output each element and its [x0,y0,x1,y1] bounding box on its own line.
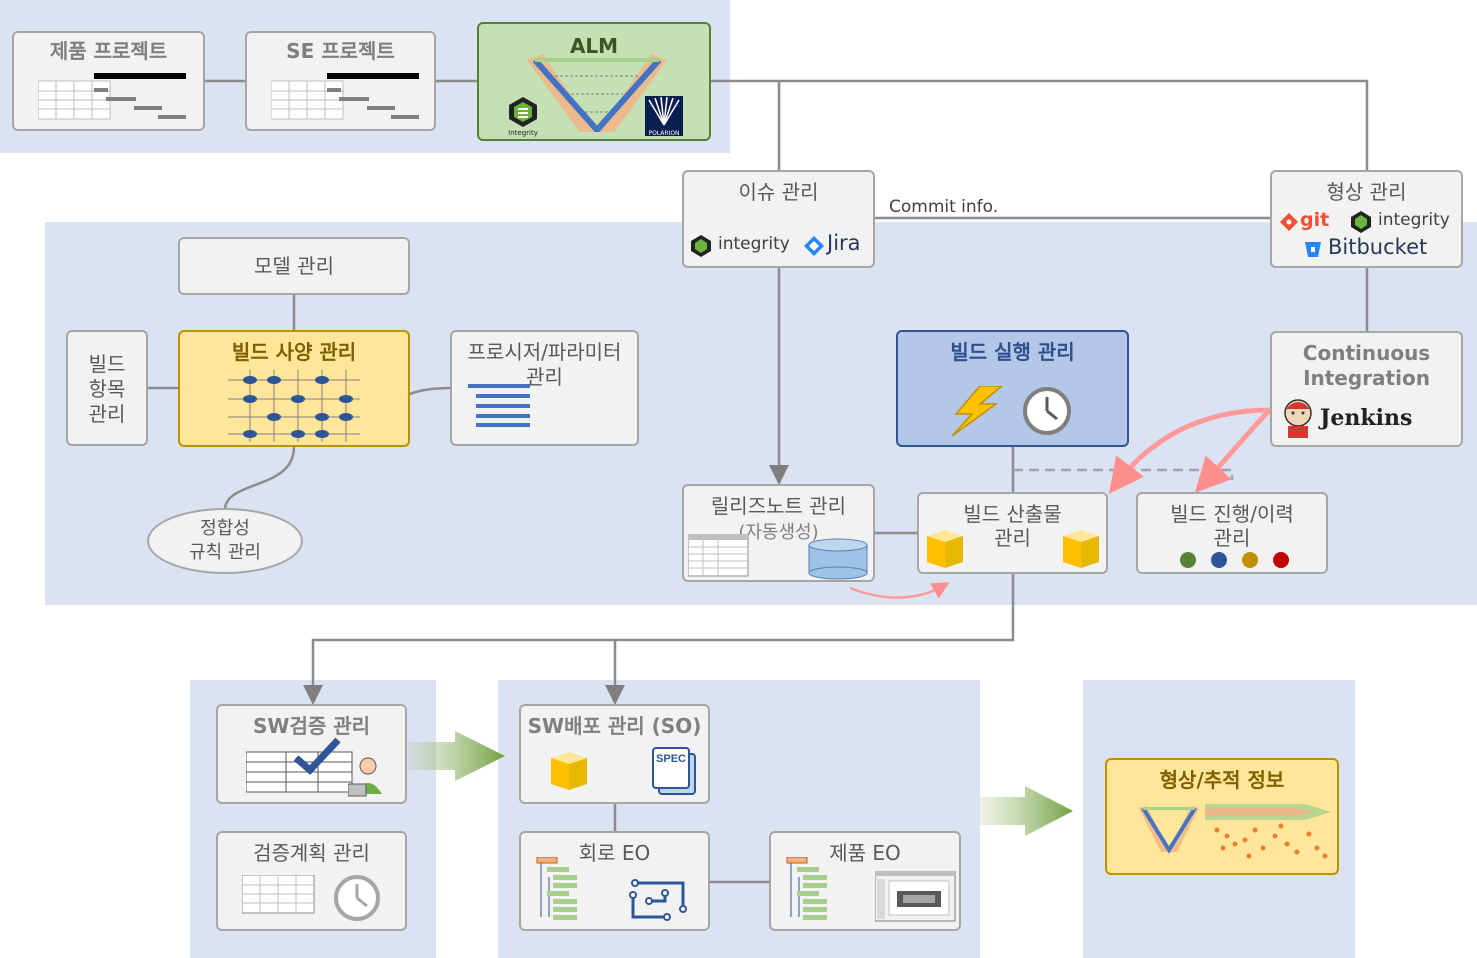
git-logo-icon [1280,213,1298,231]
jira-logo-icon [804,236,824,256]
clock-icon [334,875,380,921]
alm-box[interactable]: ALM Integrity POLARION [477,22,711,141]
build-execution-box[interactable]: 빌드 실행 관리 [896,330,1129,447]
flow-arrow-icon [408,731,1073,836]
ci-title-line1: Continuous [1302,341,1431,365]
build-artifact-box[interactable]: 빌드 산출물 관리 [917,492,1108,574]
config-management-box[interactable]: 형상 관리 git integrity Bitbucket [1270,170,1463,268]
build-execution-title: 빌드 실행 관리 [950,340,1075,364]
bitbucket-logo-icon [1305,242,1321,257]
jira-tool-label: Jira [827,231,861,255]
ci-title-line2: Integration [1303,366,1430,390]
build-item-line3: 관리 [88,402,126,426]
polarion-logo-icon: POLARION [645,96,683,137]
integrity-logo-icon [691,235,711,257]
cube-icon [927,530,963,568]
status-dot-icon [1273,552,1289,568]
git-tool-label: git [1300,209,1330,231]
consistency-rule-ellipse[interactable]: 정합성 규칙 관리 [147,508,303,574]
verify-plan-title: 검증계획 관리 [253,841,370,865]
product-eo-title: 제품 EO [829,841,901,865]
integrity-tool-label: integrity [718,234,790,254]
bitbucket-tool-label: Bitbucket [1328,235,1428,259]
build-artifact-line1: 빌드 산출물 [963,502,1062,526]
integrity-logo-icon [1351,211,1371,233]
gantt-chart-icon [271,73,419,120]
issue-management-box[interactable]: 이슈 관리 integrity Jira [682,170,875,268]
issue-management-title: 이슈 관리 [738,180,819,204]
screenshot-icon [875,871,956,922]
build-artifact-line2: 관리 [994,526,1031,550]
build-item-line2: 항목 [88,377,126,401]
product-project-title: 제품 프로젝트 [49,39,168,63]
status-dot-icon [1242,552,1258,568]
product-project-box[interactable]: 제품 프로젝트 [12,31,205,131]
gantt-chart-icon [38,73,186,120]
ci-box[interactable]: Continuous Integration Jenkins [1270,331,1463,447]
status-dot-icon [1180,552,1196,568]
procedure-param-line1: 프로시저/파라미터 [467,340,622,364]
release-note-title: 릴리즈노트 관리 [710,494,847,518]
product-eo-box[interactable]: 제품 EO [769,831,961,931]
clock-icon [1023,387,1071,435]
circuit-icon [629,879,687,921]
commit-info-label: Commit info. [889,197,999,217]
cube-icon [1063,530,1099,568]
procedure-param-line2: 관리 [526,365,563,389]
sw-verify-box[interactable]: SW검증 관리 [216,704,407,804]
se-project-title: SE 프로젝트 [286,39,395,63]
tree-icon [786,857,827,920]
trace-chart-icon [1205,804,1331,859]
list-lines-icon [468,384,530,427]
build-progress-box[interactable]: 빌드 진행/이력 관리 [1136,492,1328,574]
consistency-line1: 정합성 [200,518,250,539]
grid-matrix-icon [228,370,360,442]
spec-label: SPEC [656,753,686,765]
release-note-sub: (자동생성) [738,522,819,543]
consistency-line2: 규칙 관리 [189,542,261,563]
status-dot-icon [1211,552,1227,568]
procedure-param-box[interactable]: 프로시저/파라미터 관리 [450,330,639,446]
v-model-icon [527,54,667,132]
spec-document-icon: SPEC [652,747,696,795]
checkmark-icon [293,737,341,775]
sw-deploy-title: SW배포 관리 (SO) [527,714,702,738]
build-item-box[interactable]: 빌드 항목 관리 [66,330,148,446]
verify-plan-box[interactable]: 검증계획 관리 [216,831,407,931]
sw-deploy-box[interactable]: SW배포 관리 (SO) SPEC [519,704,710,804]
sw-verify-title: SW검증 관리 [252,714,371,738]
build-progress-line2: 관리 [1213,526,1251,550]
v-model-icon [1139,806,1199,854]
user-laptop-icon [348,757,382,797]
build-spec-title: 빌드 사양 관리 [231,340,357,364]
database-icon [808,538,868,580]
build-progress-line1: 빌드 진행/이력 [1170,502,1294,526]
se-project-box[interactable]: SE 프로젝트 [245,31,436,131]
build-item-line1: 빌드 [88,352,126,376]
status-dots [1180,552,1290,570]
jenkins-logo-icon [1284,399,1312,438]
release-note-box[interactable]: 릴리즈노트 관리 (자동생성) [682,484,875,582]
alm-title: ALM [569,34,619,58]
build-spec-box[interactable]: 빌드 사양 관리 [178,330,410,447]
integrity-logo-icon: Integrity [503,96,543,137]
model-management-title: 모델 관리 [254,254,334,278]
model-management-box[interactable]: 모델 관리 [178,237,410,295]
trace-info-box[interactable]: 형상/추적 정보 [1105,758,1339,875]
tree-icon [536,857,577,920]
circuit-eo-box[interactable]: 회로 EO [519,831,710,931]
trace-info-title: 형상/추적 정보 [1159,768,1285,792]
cube-icon [551,752,587,790]
integrity-tool-label: integrity [1378,210,1450,230]
lightning-icon [951,386,1004,436]
table-icon [688,534,749,577]
config-management-title: 형상 관리 [1326,180,1407,204]
circuit-eo-title: 회로 EO [578,841,651,865]
table-icon [242,875,315,914]
jenkins-tool-label: Jenkins [1320,405,1413,431]
